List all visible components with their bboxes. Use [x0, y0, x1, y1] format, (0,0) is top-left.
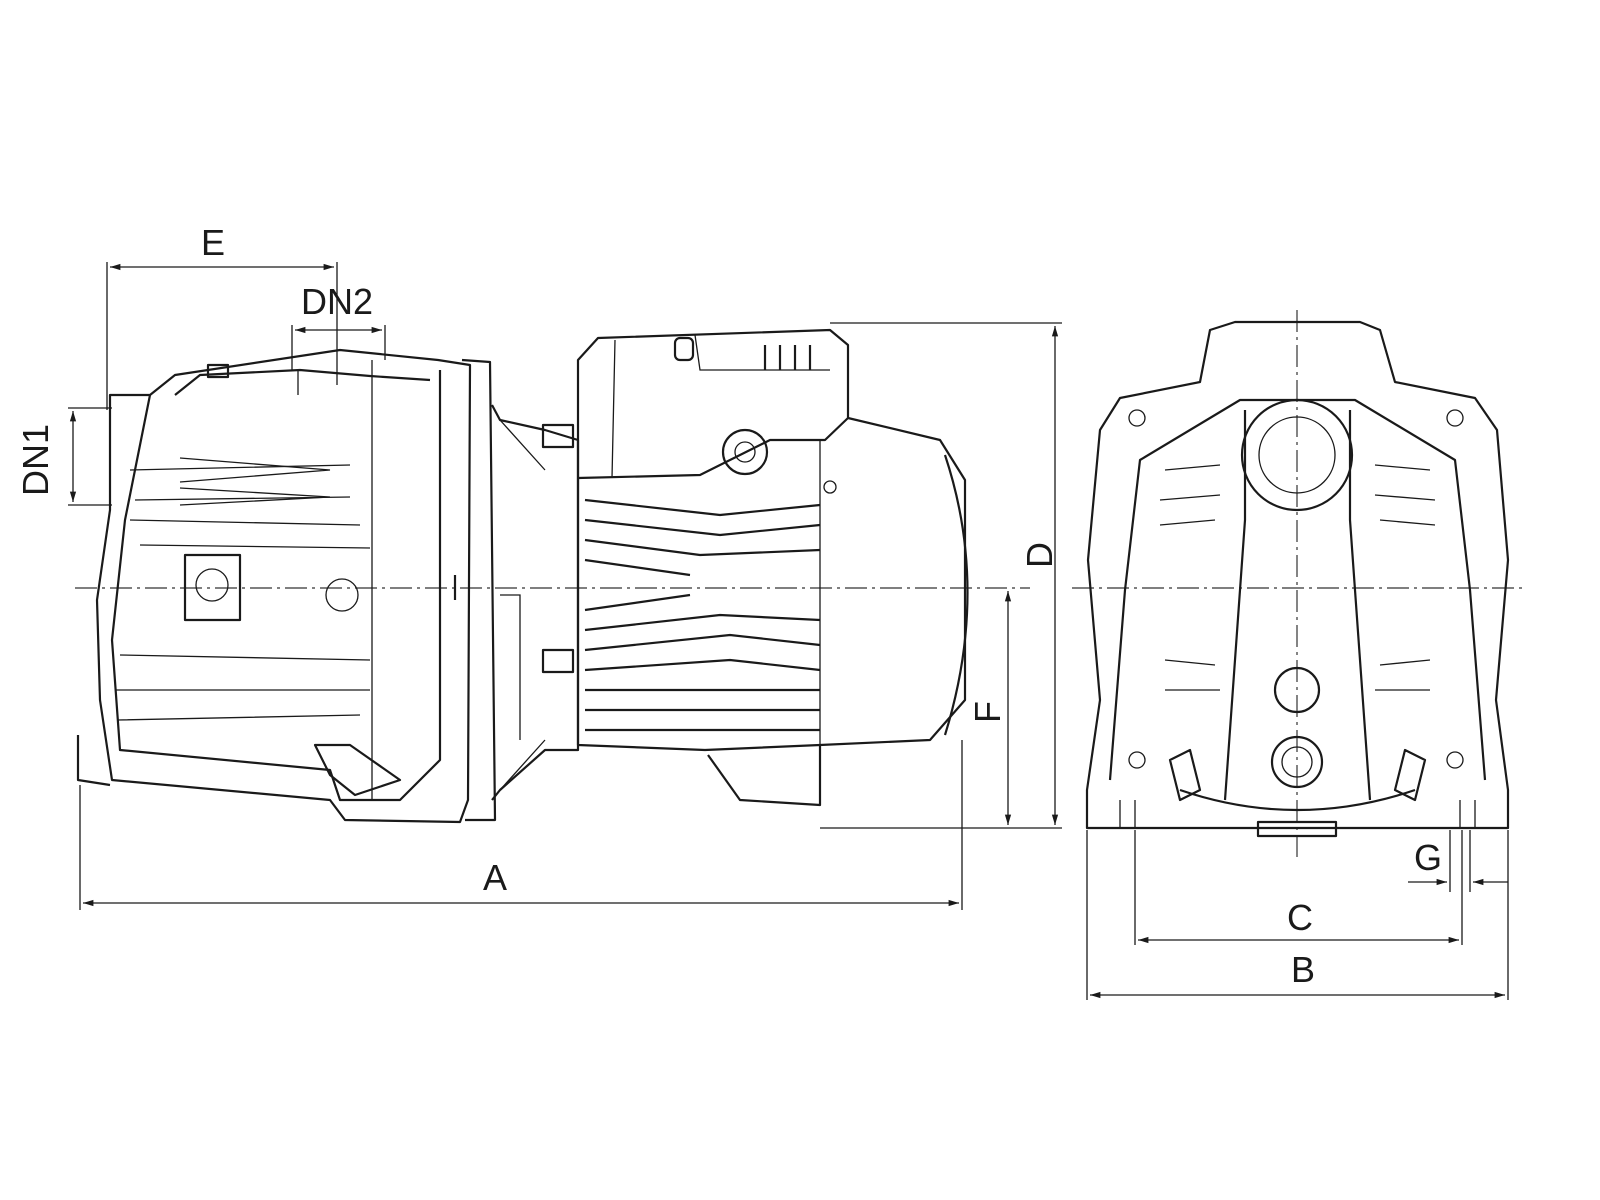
dimension-label-A: A	[483, 857, 507, 898]
terminal-box-screw	[721, 428, 769, 476]
pump-housing-side-view	[76, 348, 497, 824]
drain-plug	[1273, 666, 1321, 714]
adapter-bracket	[491, 404, 580, 801]
label-plate	[183, 553, 242, 622]
pump-front-view	[1085, 320, 1510, 838]
dimension-F: F	[967, 591, 1012, 825]
dimension-label-C: C	[1287, 897, 1313, 938]
dimension-A: A	[79, 740, 963, 910]
dimension-label-DN1: DN1	[15, 424, 56, 496]
fill-plug	[1270, 735, 1324, 789]
dimension-label-F: F	[967, 701, 1008, 723]
bolt-symbol	[195, 568, 229, 602]
bolt-symbol	[325, 578, 359, 612]
dimension-label-B: B	[1291, 949, 1315, 990]
dimension-E: E	[106, 222, 338, 410]
dimension-DN2: DN2	[291, 281, 386, 370]
dimension-label-E: E	[201, 222, 225, 263]
dimension-G: G	[1408, 830, 1508, 892]
dimension-D: D	[820, 322, 1062, 829]
outlet-port	[1240, 398, 1354, 512]
dimension-C: C	[1134, 830, 1463, 945]
dimension-DN1: DN1	[15, 407, 112, 506]
motor-side-view	[576, 328, 969, 807]
dimension-B: B	[1086, 830, 1509, 1000]
dimension-label-DN2: DN2	[301, 281, 373, 322]
dimension-label-G: G	[1414, 837, 1442, 878]
dimension-label-D: D	[1019, 542, 1060, 568]
